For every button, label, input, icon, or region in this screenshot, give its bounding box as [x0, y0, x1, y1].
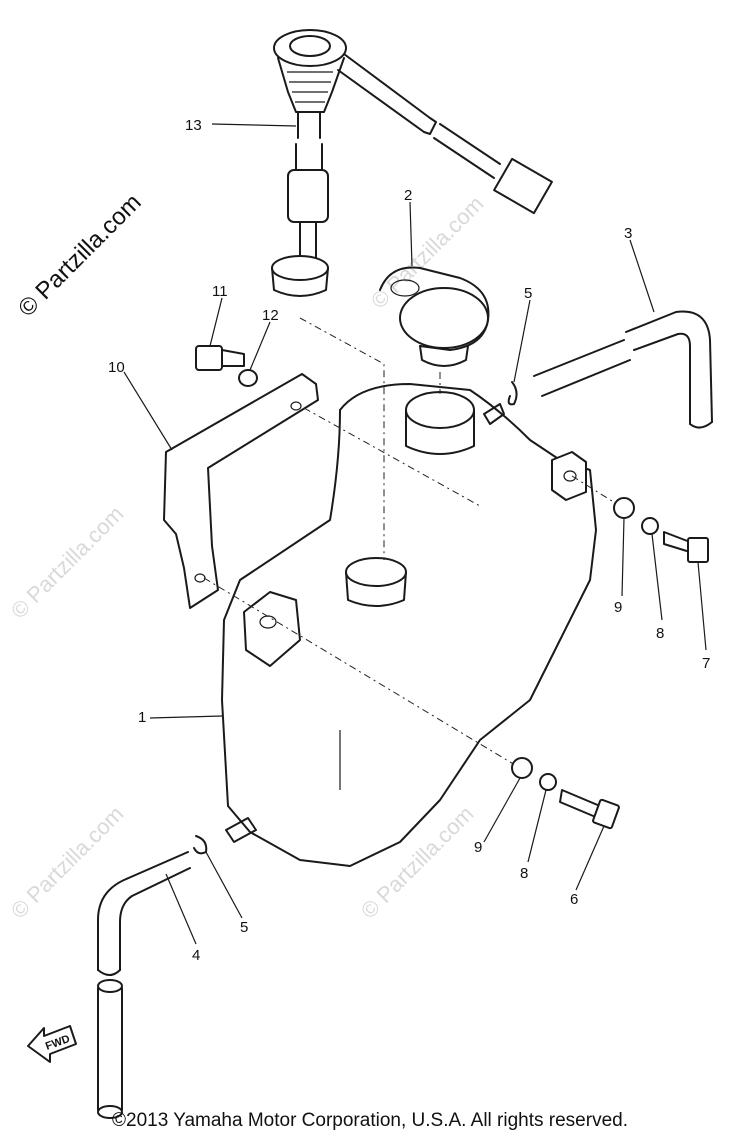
part-8-lock-washer-upper — [641, 517, 659, 535]
fwd-arrow-icon: FWD — [27, 1025, 77, 1063]
callout-5-upper: 5 — [524, 285, 532, 302]
callout-9-lower: 9 — [474, 839, 482, 856]
part-8-lock-washer-lower — [539, 773, 557, 791]
callout-10: 10 — [108, 359, 125, 376]
part-5-clip-lower — [193, 835, 208, 855]
part-1-oil-tank — [221, 383, 597, 867]
callout-8-lower: 8 — [520, 865, 528, 882]
part-13-oil-level-sensor — [271, 29, 553, 297]
callout-13: 13 — [185, 117, 202, 134]
callout-9-upper: 9 — [614, 599, 622, 616]
partzilla-watermark: © Partzilla.com — [13, 189, 146, 322]
part-9-washer-lower — [511, 757, 533, 779]
part-6-bolt-lower — [559, 789, 620, 830]
callout-5-lower: 5 — [240, 919, 248, 936]
callout-1: 1 — [138, 709, 146, 726]
callout-leaders — [123, 123, 707, 945]
callout-12: 12 — [262, 307, 279, 324]
callout-6: 6 — [570, 891, 578, 908]
callout-4: 4 — [192, 947, 200, 964]
part-10-bracket — [163, 373, 319, 609]
watermark-faint-4: © Partzilla.com — [6, 801, 129, 924]
watermark-faint-3: © Partzilla.com — [6, 501, 129, 624]
part-2-tank-cap — [379, 266, 490, 367]
part-3-hose — [533, 310, 713, 429]
callout-7: 7 — [702, 655, 710, 672]
callout-2: 2 — [404, 187, 412, 204]
callout-3: 3 — [624, 225, 632, 242]
copyright-notice: ©2013 Yamaha Motor Corporation, U.S.A. A… — [112, 1110, 628, 1131]
part-5-clip-upper — [507, 381, 518, 406]
part-9-washer-upper — [613, 497, 635, 519]
callout-11: 11 — [212, 283, 228, 300]
part-11-bolt — [195, 345, 245, 371]
part-12-washer — [238, 369, 258, 387]
callout-numbers: 13 2 3 5 11 12 10 1 9 8 7 9 8 6 5 4 — [108, 117, 710, 964]
part-4-hose — [97, 851, 191, 1119]
part-7-bolt-upper — [663, 531, 709, 563]
assembly-center-lines — [203, 317, 621, 769]
callout-8-upper: 8 — [656, 625, 664, 642]
